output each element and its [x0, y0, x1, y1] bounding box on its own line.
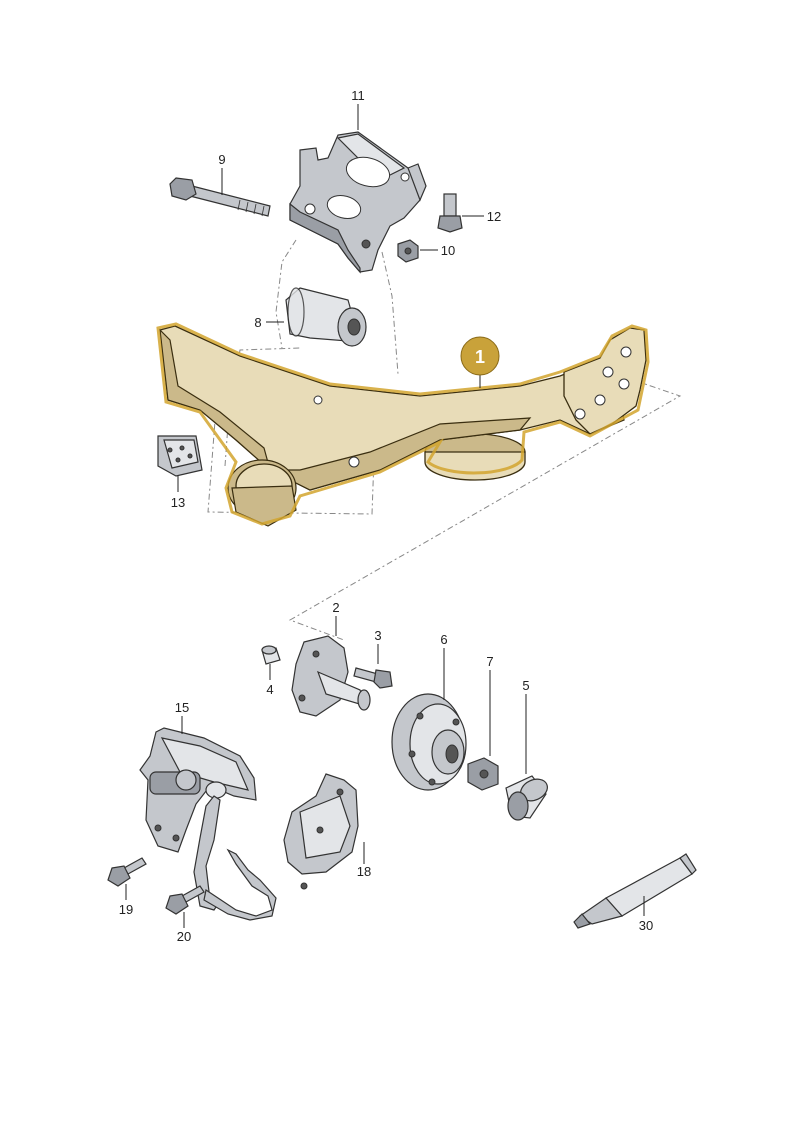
label-part-6: 6	[440, 632, 447, 647]
label-part-12: 12	[487, 209, 501, 224]
label-part-10: 10	[441, 243, 455, 258]
label-part-19: 19	[119, 902, 133, 917]
label-part-2: 2	[332, 600, 339, 615]
label-part-20: 20	[177, 929, 191, 944]
label-part-30: 30	[639, 918, 653, 933]
bushing-part	[285, 287, 367, 347]
grease-cap-part	[505, 775, 548, 821]
grease-tube-part	[573, 853, 697, 929]
label-part-5: 5	[522, 678, 529, 693]
bolt-20-part	[165, 885, 205, 915]
label-part-4: 4	[266, 682, 273, 697]
label-part-18: 18	[357, 864, 371, 879]
bump-stop-part	[157, 435, 203, 477]
bracket-part	[283, 773, 359, 890]
label-part-15: 15	[175, 700, 189, 715]
label-part-7: 7	[486, 654, 493, 669]
short-bolt-part	[437, 193, 463, 233]
part-number-labels: 11 9 12 10 8 13 2 3 6 7 5 4 15 18 19 20 …	[119, 88, 653, 944]
label-part-8: 8	[254, 315, 261, 330]
long-bolt-part	[169, 177, 271, 217]
mounting-bracket-part	[289, 131, 427, 274]
label-part-3: 3	[374, 628, 381, 643]
stub-axle-bolt-part	[353, 667, 393, 689]
label-part-13: 13	[171, 495, 185, 510]
hub-nut-part	[467, 757, 499, 791]
sensor-bracket-part	[139, 727, 277, 921]
label-part-9: 9	[218, 152, 225, 167]
bolt-19-part	[107, 857, 147, 887]
wheel-hub-part	[391, 693, 467, 791]
highlighted-callout-badge: 1	[460, 336, 500, 376]
nut-part	[397, 239, 419, 263]
callout-number-1: 1	[475, 347, 485, 367]
label-part-11: 11	[351, 88, 365, 103]
stub-axle-part	[291, 635, 371, 717]
rear-axle-beam-part	[156, 322, 650, 527]
dust-cap-part	[261, 645, 281, 665]
